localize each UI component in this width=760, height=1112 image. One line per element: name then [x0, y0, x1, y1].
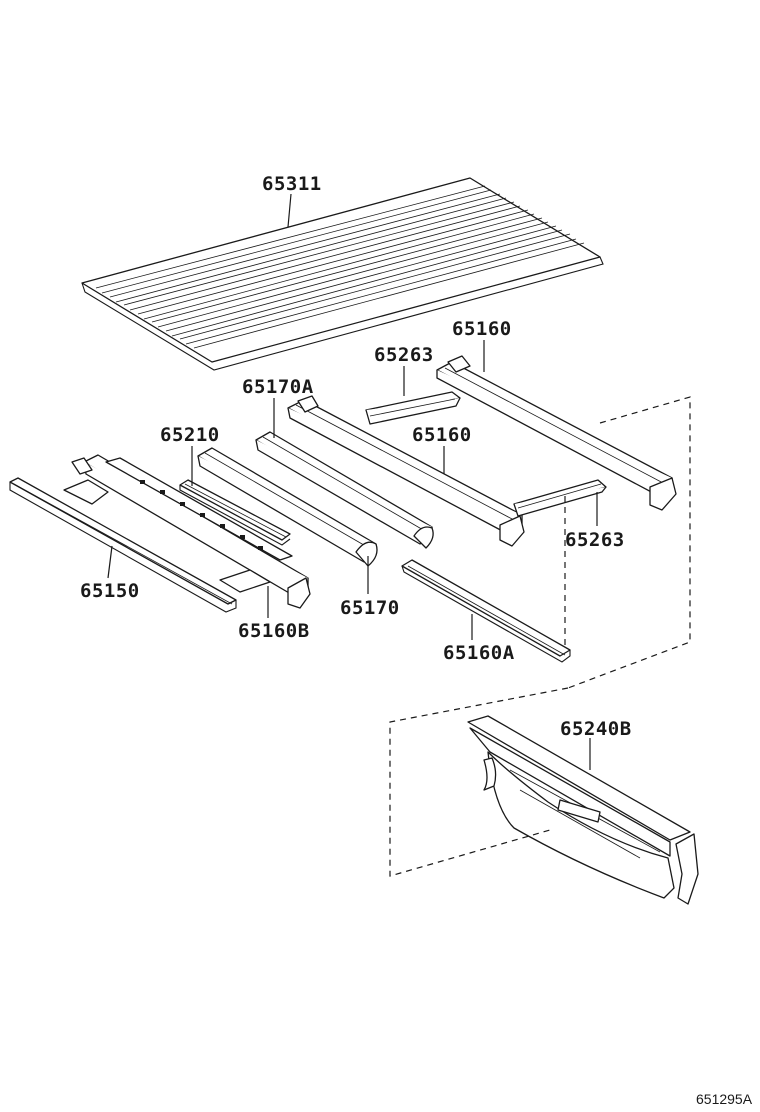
part-65170A-crossmember[interactable] [255, 431, 434, 549]
label-65210[interactable]: 65210 [160, 424, 220, 446]
label-65263-right[interactable]: 65263 [565, 529, 625, 551]
part-65240B-rear-panel[interactable] [467, 715, 699, 905]
diagram-code: 651295A [696, 1091, 753, 1107]
label-65150[interactable]: 65150 [80, 580, 140, 602]
label-65311[interactable]: 65311 [262, 173, 322, 195]
part-65160B-sill-assembly[interactable] [63, 454, 311, 609]
part-65170-crossmember[interactable] [197, 447, 378, 567]
part-65311-floor-panel[interactable] [81, 177, 604, 371]
part-65160A-sill[interactable] [401, 559, 571, 663]
dashed-reference-lines [389, 396, 691, 877]
part-65160-right-sill[interactable] [436, 355, 677, 511]
label-65160-mid[interactable]: 65160 [412, 424, 472, 446]
leader-lines [107, 193, 598, 770]
part-65263-upper-bracket[interactable] [365, 391, 461, 425]
label-65240B[interactable]: 65240B [560, 718, 632, 740]
part-65263-lower-bracket[interactable] [513, 479, 607, 517]
label-65263-top[interactable]: 65263 [374, 344, 434, 366]
part-65150-side-member[interactable] [9, 477, 237, 613]
label-65160B[interactable]: 65160B [238, 620, 310, 642]
part-labels: 65311 65160 65263 65170A 65160 65210 652… [80, 173, 632, 740]
label-65170[interactable]: 65170 [340, 597, 400, 619]
label-65160-top[interactable]: 65160 [452, 318, 512, 340]
label-65170A[interactable]: 65170A [242, 376, 314, 398]
label-65160A[interactable]: 65160A [443, 642, 515, 664]
part-65210-reinforcement[interactable] [179, 479, 291, 546]
part-65160-middle-sill[interactable] [287, 395, 525, 547]
